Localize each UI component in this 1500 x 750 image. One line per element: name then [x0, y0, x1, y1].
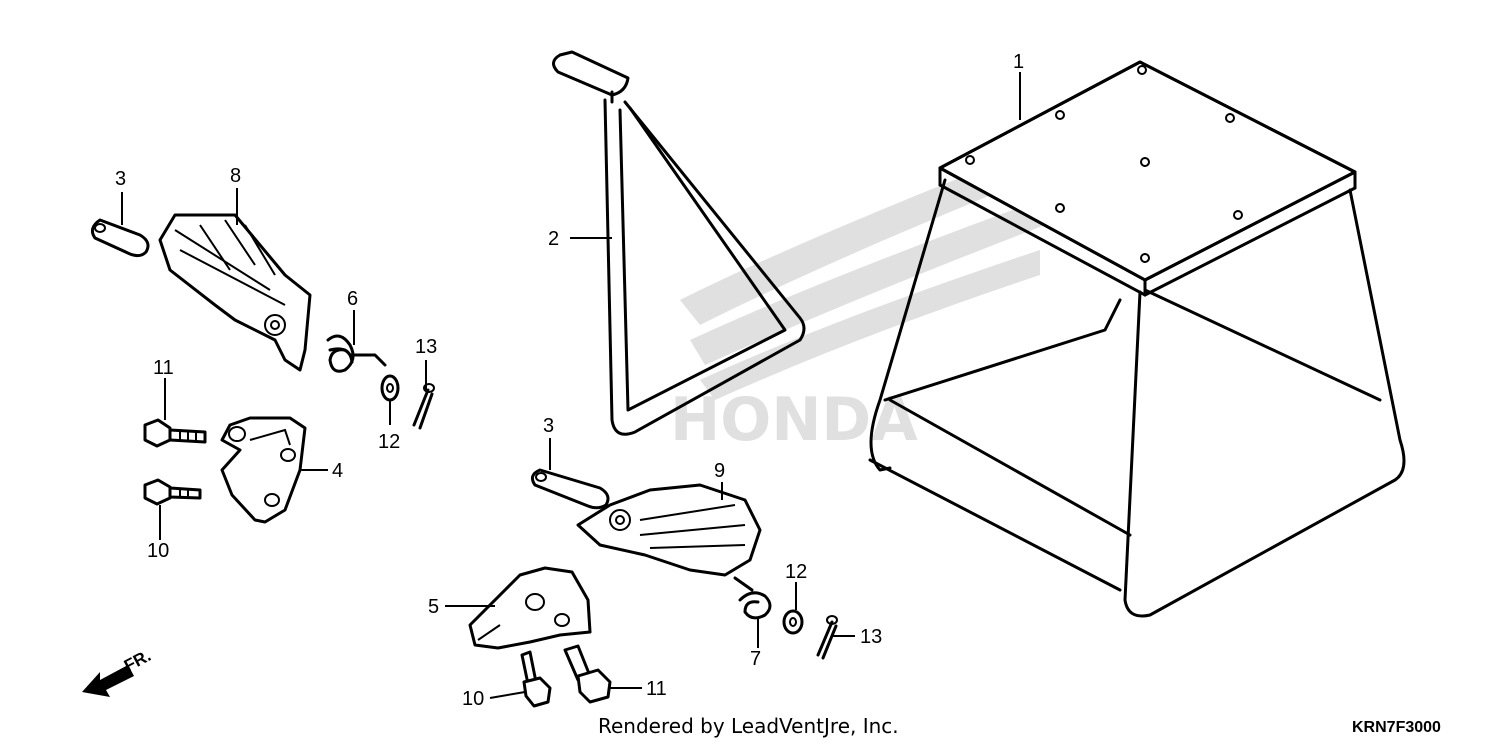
callout-3-upper: 3 [115, 168, 126, 190]
part-pin-upper[interactable] [90, 218, 150, 258]
arrow-left-down-icon [82, 665, 134, 697]
part-spring-right[interactable] [733, 576, 772, 620]
callout-numbers: 1 2 3 8 6 13 12 11 4 10 3 9 5 12 7 13 10… [115, 51, 1024, 710]
part-pin-lower[interactable] [530, 468, 610, 510]
part-cotter-pin-lower[interactable] [816, 615, 838, 660]
callout-3-lower: 3 [543, 415, 554, 437]
part-footpeg-left[interactable] [158, 213, 312, 372]
part-side-stand[interactable] [552, 50, 806, 436]
part-spring-left[interactable] [326, 334, 387, 373]
part-bolt-lower-left[interactable] [143, 478, 202, 506]
part-bracket-right[interactable] [468, 566, 592, 650]
part-bolt-upper[interactable] [143, 418, 207, 448]
part-stand[interactable] [868, 60, 1406, 618]
part-bracket-left[interactable] [220, 416, 307, 524]
callout-10-upper: 10 [147, 540, 169, 562]
callout-11-lower: 11 [646, 678, 667, 700]
honda-watermark-text: HONDA [670, 385, 918, 455]
callout-11-upper: 11 [153, 357, 174, 379]
leader-lines [121, 72, 1021, 699]
callout-13-upper: 13 [415, 336, 437, 358]
part-bolt-upper-right[interactable] [563, 644, 612, 704]
diagram-code: KRN7F3000 [1352, 719, 1441, 736]
callout-10-lower: 10 [462, 688, 484, 710]
callout-13-lower: 13 [860, 626, 882, 648]
callout-8: 8 [230, 165, 241, 187]
callout-4: 4 [332, 460, 343, 482]
callout-6: 6 [347, 288, 358, 310]
rendered-by-footer: Rendered by LeadVentJre, Inc. [598, 714, 899, 738]
part-washer-lower[interactable] [782, 609, 804, 635]
part-cotter-pin-upper[interactable] [412, 383, 435, 430]
callout-1: 1 [1013, 51, 1024, 73]
callout-12-lower: 12 [785, 561, 807, 583]
callout-7: 7 [750, 648, 761, 670]
callout-9: 9 [714, 460, 725, 482]
callout-5: 5 [428, 596, 439, 618]
callout-12-upper: 12 [378, 431, 400, 453]
part-bolt-lower-right[interactable] [520, 650, 552, 708]
callout-2: 2 [548, 228, 559, 250]
front-direction-arrow: FR. [82, 646, 154, 697]
part-washer-upper[interactable] [380, 374, 400, 402]
part-footpeg-right[interactable] [576, 483, 762, 577]
